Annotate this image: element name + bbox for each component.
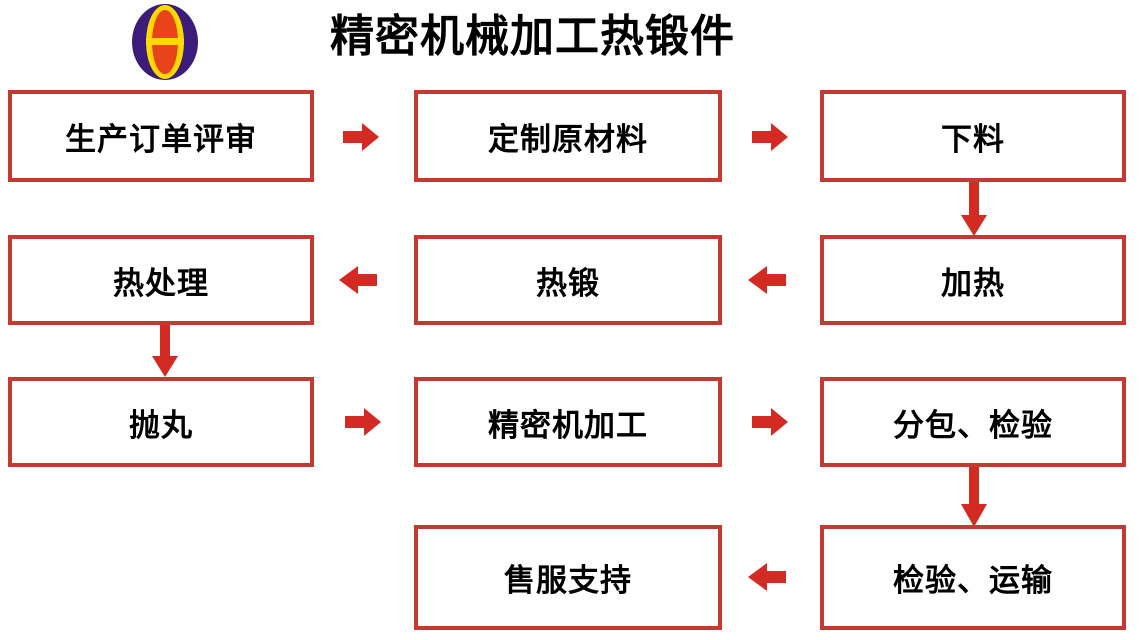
arrow-down-icon xyxy=(150,325,180,377)
arrow-left-icon xyxy=(748,562,786,592)
arrow-left-icon xyxy=(339,265,377,295)
page-title: 精密机械加工热锻件 xyxy=(330,12,735,61)
arrow-right-icon xyxy=(752,122,788,152)
node-inspection-transport[interactable]: 检验、运输 xyxy=(820,525,1126,630)
node-production-order-review[interactable]: 生产订单评审 xyxy=(8,90,314,182)
arrow-left-icon xyxy=(748,265,786,295)
node-hot-forging[interactable]: 热锻 xyxy=(414,235,722,325)
node-subpackage-inspection[interactable]: 分包、检验 xyxy=(820,377,1126,467)
node-heating[interactable]: 加热 xyxy=(820,235,1126,325)
arrow-down-icon xyxy=(959,182,989,236)
node-after-sales-support[interactable]: 售服支持 xyxy=(414,525,722,630)
company-oval-logo xyxy=(126,2,204,82)
node-blanking[interactable]: 下料 xyxy=(820,90,1126,182)
arrow-down-icon xyxy=(959,467,989,527)
node-heat-treatment[interactable]: 热处理 xyxy=(8,235,314,325)
node-custom-raw-material[interactable]: 定制原材料 xyxy=(414,90,722,182)
node-precision-machining[interactable]: 精密机加工 xyxy=(414,377,722,467)
arrow-right-icon xyxy=(343,122,379,152)
arrow-right-icon xyxy=(752,407,788,437)
node-shot-blasting[interactable]: 抛丸 xyxy=(8,377,314,467)
arrow-right-icon xyxy=(345,407,381,437)
